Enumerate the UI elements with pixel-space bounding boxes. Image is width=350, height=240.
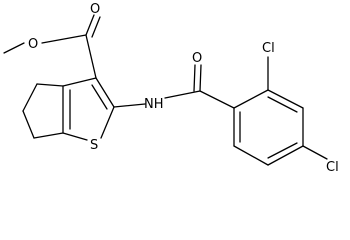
- atom-labels: O O O S NH Cl Cl: [28, 2, 339, 175]
- bond-ring-c5-c6: [22, 110, 35, 139]
- bond-thiophene-c2-s: [100, 106, 115, 139]
- carbonyl-oxygen-label: O: [90, 2, 100, 17]
- bond-carbonyl-carbon-ring: [85, 34, 97, 79]
- bond-aryl-c2-c3-inner: [267, 96, 298, 113]
- bond-ring-c4-c5: [22, 83, 38, 112]
- bond-ring-c6-c6a: [33, 132, 64, 139]
- bond-aryl-c4-c5: [267, 145, 304, 166]
- bond-thiophene-c3-c2: [95, 77, 115, 108]
- bond-ring-c3a-c4: [36, 83, 64, 87]
- bond-amide-double-b: [193, 64, 196, 92]
- bond-methyl-oxygen: [3, 42, 25, 54]
- bond-aryl-c4-c5-inner: [267, 142, 298, 159]
- chlorine-para-label: Cl: [326, 160, 339, 175]
- bond-aryl-c2-c3: [267, 89, 304, 109]
- chlorine-ortho-label: Cl: [262, 41, 275, 56]
- bond-nitrogen-amide-carbon: [164, 90, 201, 99]
- bond-thiophene-c3-c2-inner: [91, 84, 108, 110]
- sulfur-label: S: [90, 138, 98, 153]
- bond-amide-double-a: [199, 64, 202, 92]
- structure-diagram: O O O S NH Cl Cl: [3, 2, 339, 175]
- bond-carbonyl-double-a: [85, 14, 95, 36]
- amide-nitrogen-label: NH: [144, 97, 164, 112]
- bond-thiophene-c3a-c3: [62, 77, 97, 87]
- amide-oxygen-label: O: [192, 51, 202, 66]
- bond-amide-carbon-ring: [199, 90, 235, 109]
- bond-aryl-chlorine-para: [302, 145, 328, 160]
- bond-aryl-c1-c2: [233, 89, 269, 109]
- bond-ester-oxygen-carbonyl-carbon: [41, 34, 87, 44]
- bonds: [3, 14, 328, 166]
- ester-oxygen-label: O: [28, 37, 38, 52]
- bond-aryl-c5-c6: [233, 145, 269, 166]
- bond-c2-nitrogen: [113, 103, 146, 108]
- bond-thiophene-s-c6a: [62, 132, 88, 141]
- bond-carbonyl-double-b: [91, 16, 101, 38]
